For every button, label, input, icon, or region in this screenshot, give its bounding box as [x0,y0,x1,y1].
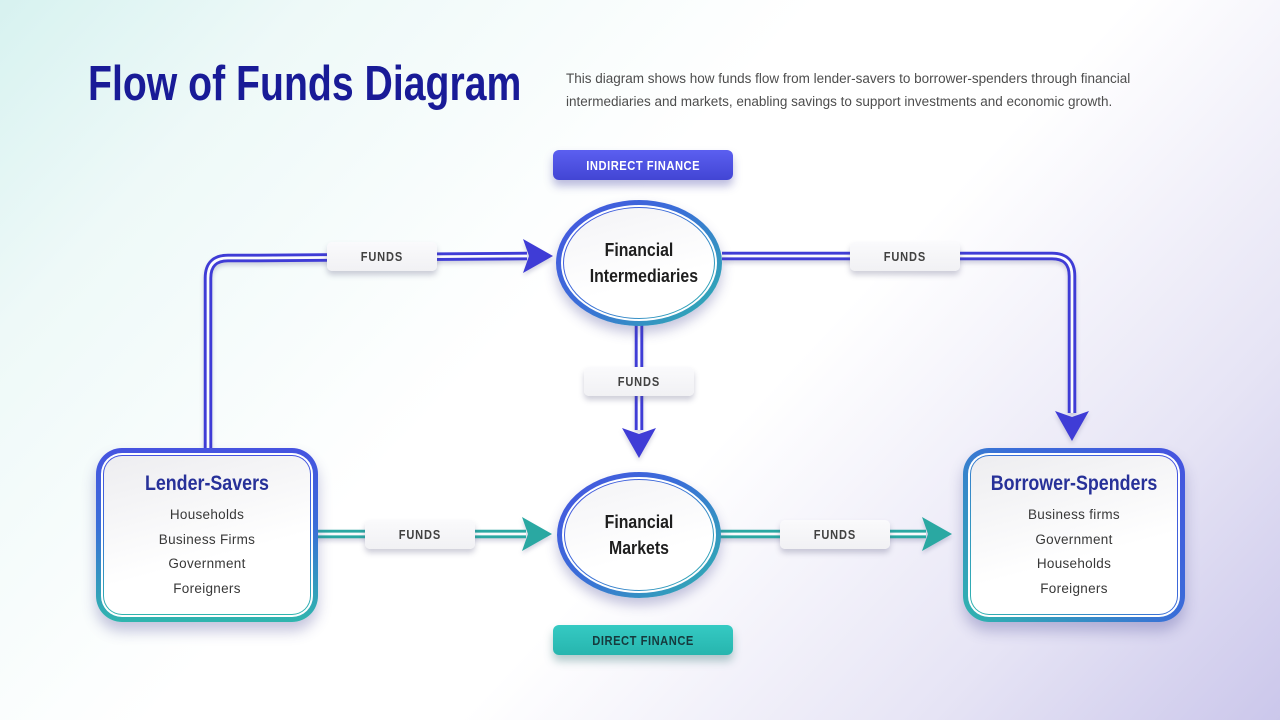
funds-label-text: FUNDS [813,527,857,542]
node-lender-savers: Lender-Savers Households Business Firms … [96,448,318,622]
node-financial-markets: Financial Markets [557,472,721,598]
funds-label-intermediaries-to-markets: FUNDS [584,367,694,396]
list-item: Government [1035,531,1113,547]
node-item-list: Business firms Government Households For… [1028,503,1120,601]
arrow-line-core [206,254,528,452]
arrow-lenders-to-intermediaries [203,239,553,452]
funds-label-intermediaries-to-borrowers: FUNDS [850,242,960,271]
arrowhead-down-icon [622,428,656,458]
funds-label-lenders-to-markets: FUNDS [365,520,475,549]
node-label: Financial Intermediaries [589,239,699,286]
funds-label-text: FUNDS [883,249,927,264]
page-title: Flow of Funds Diagram [88,56,630,112]
node-body: Financial Markets [565,480,713,590]
node-body: Lender-Savers Households Business Firms … [104,456,310,614]
funds-label-markets-to-borrowers: FUNDS [780,520,890,549]
arrow-line [722,251,1077,413]
node-item-list: Households Business Firms Government For… [159,503,255,601]
page-description: This diagram shows how funds flow from l… [566,71,1131,110]
list-item: Business firms [1028,507,1120,522]
funds-label-text: FUNDS [398,527,442,542]
list-item: Foreigners [1040,580,1108,596]
list-item: Business Firms [158,531,256,547]
indirect-finance-badge-label: INDIRECT FINANCE [586,157,700,173]
node-title: Borrower-Spenders [976,472,1172,496]
node-title-text: Borrower-Spenders [990,472,1158,495]
node-financial-intermediaries: Financial Intermediaries [556,200,722,326]
arrow-line [203,251,528,452]
direct-finance-badge-label: DIRECT FINANCE [592,632,694,648]
arrowhead-down-icon [1055,411,1089,441]
arrowhead-right-icon [523,239,553,273]
list-item: Government [168,556,246,572]
list-item: Households [169,507,245,522]
list-item: Households [1036,556,1112,572]
arrow-intermediaries-to-borrowers [722,251,1089,441]
arrowhead-right-icon [522,517,552,551]
indirect-finance-badge: INDIRECT FINANCE [553,150,733,180]
node-body: Borrower-Spenders Business firms Governm… [971,456,1177,614]
list-item: Foreigners [173,580,241,596]
funds-label-text: FUNDS [360,249,404,264]
node-body: Financial Intermediaries [564,208,714,318]
arrow-line-core [722,254,1074,413]
node-title: Lender-Savers [134,472,280,496]
funds-label-lenders-to-intermediaries: FUNDS [327,242,437,271]
node-label: Financial Markets [604,511,674,558]
arrowhead-right-icon [922,517,952,551]
direct-finance-badge: DIRECT FINANCE [553,625,733,655]
node-borrower-spenders: Borrower-Spenders Business firms Governm… [963,448,1185,622]
funds-label-text: FUNDS [617,374,661,389]
page-title-text: Flow of Funds Diagram [88,57,522,111]
node-title-text: Lender-Savers [144,472,270,495]
